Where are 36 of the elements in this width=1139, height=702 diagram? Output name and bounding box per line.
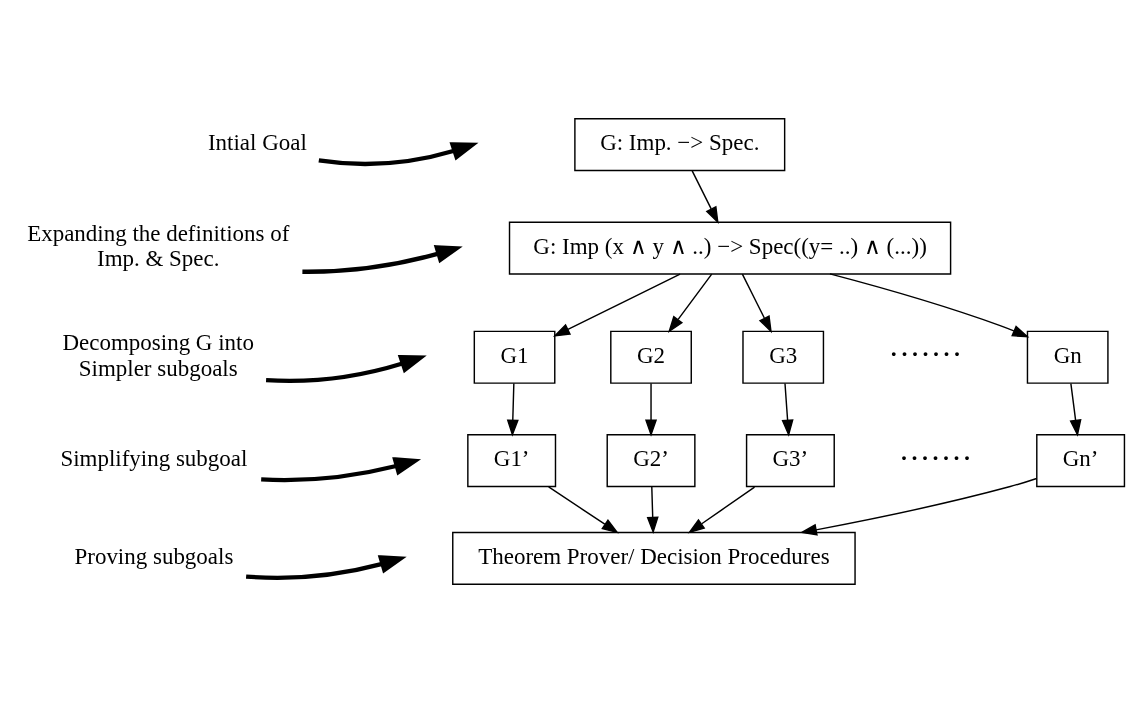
node-box: Gn xyxy=(1026,330,1109,384)
arrow xyxy=(302,244,463,274)
node-box: Theorem Prover/ Decision Procedures xyxy=(452,531,856,585)
node-box: G1’ xyxy=(467,433,557,487)
node-box: G3 xyxy=(742,330,825,384)
arrow xyxy=(645,382,658,437)
arrow xyxy=(667,272,713,333)
node-text: Proving subgoals xyxy=(74,543,234,569)
node-box: G: Imp. −> Spec. xyxy=(574,117,786,171)
label: ······· xyxy=(898,440,973,476)
arrow xyxy=(265,354,427,383)
arrow xyxy=(741,272,772,333)
node-box: G2’ xyxy=(606,433,696,487)
arrow xyxy=(506,382,519,437)
arrow xyxy=(829,272,1030,337)
node-box: G3’ xyxy=(745,433,835,487)
node-box: G1 xyxy=(473,330,556,384)
arrow xyxy=(245,554,407,580)
node-text: Expanding the definitions of Imp. & Spec. xyxy=(27,220,290,271)
node-text: Intial Goal xyxy=(207,129,307,155)
node-text: Decomposing G into Simpler subgoals xyxy=(62,329,254,381)
node-box: G2 xyxy=(610,330,692,384)
arrow xyxy=(261,456,422,482)
arrow xyxy=(691,169,719,224)
arrow xyxy=(687,485,756,533)
node-box: Gn’ xyxy=(1036,433,1126,487)
label: ······· xyxy=(888,336,963,372)
arrow xyxy=(552,272,681,337)
node-text: Simplifying subgoal xyxy=(60,445,248,471)
arrow xyxy=(781,382,794,437)
arrow xyxy=(318,141,479,166)
node-box: G: Imp (x ∧ y ∧ ..) −> Spec((y= ..) ∧ (...)) xyxy=(508,220,952,275)
arrow xyxy=(646,485,659,534)
arrow xyxy=(799,477,1038,536)
arrow xyxy=(1069,382,1082,437)
arrow xyxy=(547,485,619,534)
